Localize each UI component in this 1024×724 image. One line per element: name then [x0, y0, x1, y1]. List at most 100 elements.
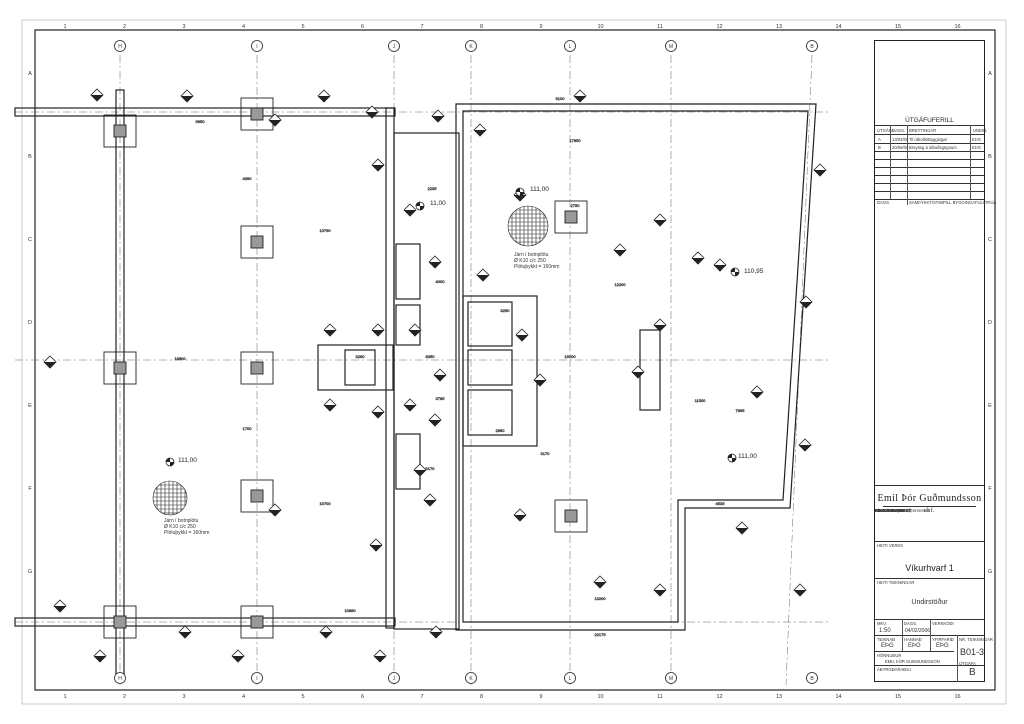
axis-label: M [669, 676, 673, 682]
checked-value: EÞG [936, 643, 949, 649]
dimension-label: 4000 [436, 279, 446, 284]
section-marker-fill [794, 590, 806, 596]
rev-header: BREYTINGAR [909, 128, 937, 133]
section-marker-fill [430, 632, 442, 638]
column-label: 7 [420, 24, 423, 30]
dimension-label: 10880 [344, 608, 356, 613]
column-label: 2 [123, 24, 126, 30]
column-label: 8 [480, 24, 483, 30]
sheet-number-label: NR. TEIKNINGAR [959, 637, 993, 642]
elevation-symbol-fill [166, 458, 174, 466]
rev-header: UNDIR. [973, 128, 988, 133]
section-marker-fill [799, 445, 811, 451]
slab-note-line: Járn í botnplötu [164, 518, 199, 524]
row-label: E [28, 403, 32, 409]
rev-cell: EÞG [972, 145, 981, 150]
designer-value: EMIL ÞÓR GUÐMUNDSSON [885, 659, 940, 664]
dimension-label: 3260 [356, 354, 366, 359]
section-marker-fill [372, 165, 384, 171]
column-label: 3 [182, 24, 185, 30]
drawn-label: TEIKNAÐ [877, 637, 896, 642]
column-label: 9 [539, 24, 542, 30]
section-marker-fill [414, 470, 426, 476]
axis-label: L [569, 44, 572, 50]
section-marker-fill [179, 632, 191, 638]
column-label: 12 [716, 24, 722, 30]
scale-label: MKV. [877, 621, 887, 626]
column-label: 6 [361, 24, 364, 30]
section-marker-fill [751, 392, 763, 398]
elevation-label: 111,00 [530, 186, 549, 193]
column-label: 1 [63, 694, 66, 700]
elevation-label: 11,00 [430, 200, 446, 207]
axis-bubble [665, 672, 677, 684]
axis-label: I [256, 44, 257, 50]
elevation-label: 111,00 [738, 453, 757, 460]
drawing-label: HEITI TEIKNINGAR [877, 580, 915, 585]
section-marker-fill [404, 405, 416, 411]
axis-label: B [810, 676, 814, 682]
column-label: 14 [835, 694, 841, 700]
section-marker-fill [372, 330, 384, 336]
section-marker-fill [269, 120, 281, 126]
column-label: 13 [776, 24, 782, 30]
section-marker-fill [434, 375, 446, 381]
row-label: D [988, 320, 992, 326]
axis-label: L [569, 676, 572, 682]
date-label: DAGS. [904, 621, 918, 626]
company-name: Emil Þór Guðmundsson ehf. [877, 493, 982, 514]
axis-bubble [388, 40, 400, 52]
axis-bubble [251, 672, 263, 684]
section-marker-fill [632, 372, 644, 378]
section-marker-fill [574, 96, 586, 102]
column-label: 12 [716, 694, 722, 700]
section-marker-fill [320, 632, 332, 638]
section-marker-fill [516, 335, 528, 341]
section-marker-fill [44, 362, 56, 368]
axis-bubble [806, 672, 818, 684]
date-value: 04/02/2006 [905, 628, 931, 634]
section-marker-fill [514, 195, 526, 201]
dimension-label: 7895 [736, 408, 746, 413]
title-block: ÚTGÁFUFERILL ÚTGÁFA DAGS. BREYTINGAR UND… [874, 40, 996, 682]
row-label: A [28, 71, 32, 77]
section-marker-fill [324, 405, 336, 411]
section-marker-fill [654, 590, 666, 596]
section-marker-fill [714, 265, 726, 271]
rev-cell: Til útboðs/Byggingar [909, 137, 948, 142]
axis-label: H [118, 44, 122, 50]
project-label: HEITI VERKS [877, 543, 904, 548]
section-marker-fill [404, 210, 416, 216]
slab-note-line: Plötuþykkt = 160mm [514, 264, 560, 270]
row-label: C [28, 237, 32, 243]
rebar-detail-left [152, 480, 188, 516]
dimension-label: 4535 [716, 501, 726, 506]
column-label: 11 [657, 24, 663, 30]
axis-bubble [114, 672, 126, 684]
scale-value: 1:50 [879, 628, 891, 634]
axis-label: J [393, 676, 396, 682]
section-marker-fill [366, 112, 378, 118]
section-marker-fill [514, 515, 526, 521]
section-marker-fill [91, 95, 103, 101]
elevation-symbol-fill [516, 188, 524, 196]
dimension-label: 11500 [695, 398, 707, 403]
elevation-label: 110,95 [744, 268, 764, 275]
axis-bubble [465, 672, 477, 684]
revision-letter: B [969, 667, 976, 678]
row-label: B [988, 154, 992, 160]
project-title: Víkurhvarf 1 [905, 563, 954, 573]
slab-note-line: Járn í botnplötu [514, 252, 549, 258]
section-marker-fill [372, 412, 384, 418]
row-label: B [28, 154, 32, 160]
slab-note-line: Plötuþykkt = 160mm [164, 530, 210, 536]
column-label: 10 [597, 24, 603, 30]
section-marker-fill [594, 582, 606, 588]
row-label: A [988, 71, 992, 77]
section-marker-fill [692, 258, 704, 264]
axis-label: K [469, 44, 473, 50]
dimension-label: 8250 [501, 308, 511, 313]
designer-label: HÖNNUÐUR [877, 653, 902, 658]
dimension-label: 2235 [428, 186, 438, 191]
